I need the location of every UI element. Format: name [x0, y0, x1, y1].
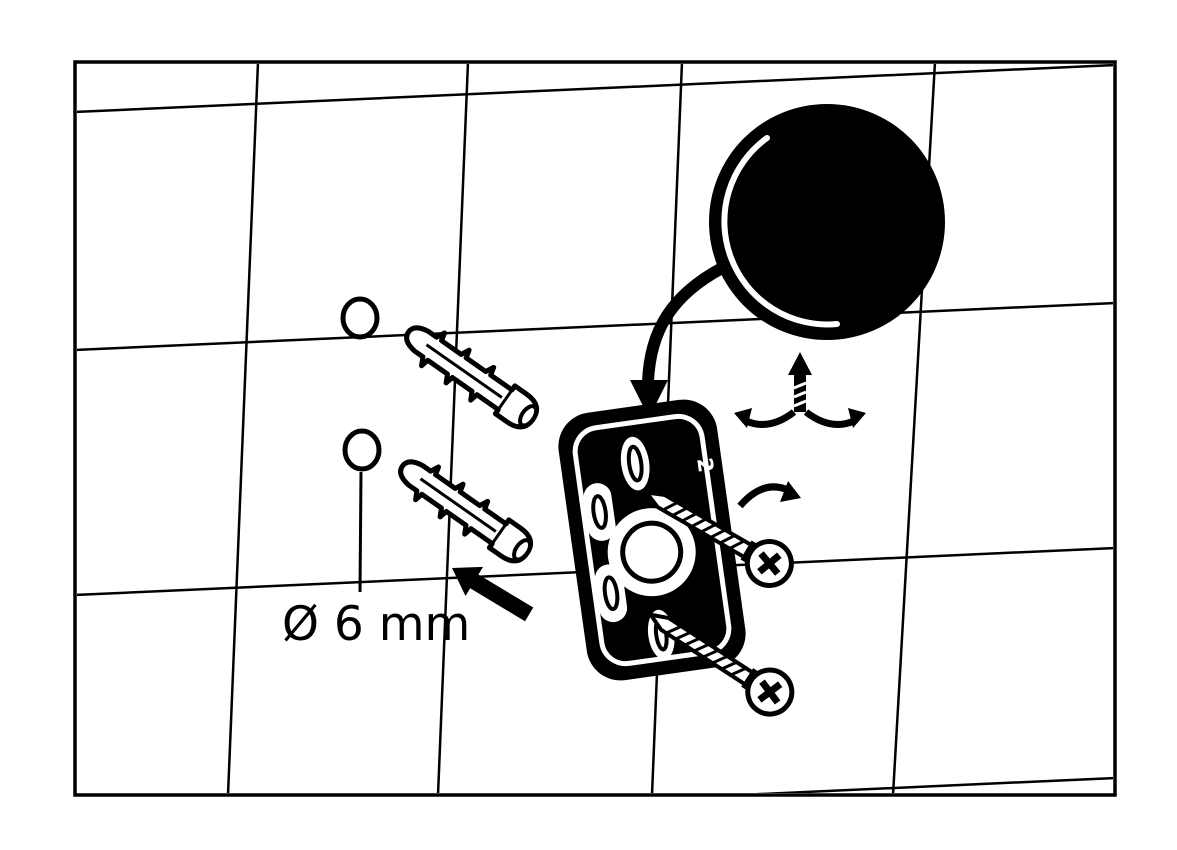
diameter-leader-line — [358, 471, 363, 593]
attach-curved-arrow — [630, 262, 725, 418]
drill-hole-top — [340, 296, 380, 340]
screw-turn-arrow — [737, 481, 801, 509]
stud-up-arrow — [788, 352, 812, 412]
drill-hole-bottom — [342, 428, 382, 472]
round-cover — [709, 104, 945, 340]
drill-diameter-label: Ø 6 mm — [282, 597, 470, 652]
cover-highlight-arc — [721, 135, 840, 328]
insert-plug-arrow — [452, 566, 534, 622]
mounting-plate: 2 — [558, 399, 746, 681]
plate-marking-label: 2 — [692, 456, 718, 474]
